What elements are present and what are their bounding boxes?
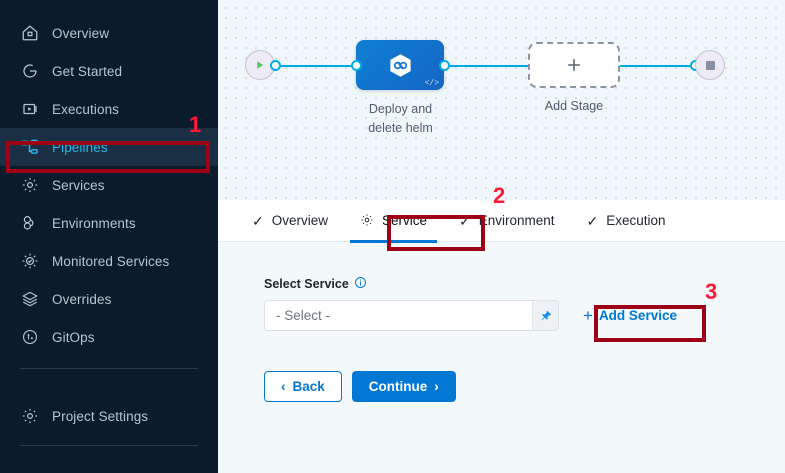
pin-icon[interactable] — [532, 301, 558, 330]
sidebar-item-label: Overview — [52, 25, 110, 41]
continue-label: Continue — [368, 379, 428, 394]
check-icon: ✓ — [252, 212, 264, 229]
code-badge-icon: </> — [424, 79, 439, 88]
tab-label: Service — [382, 213, 428, 228]
sidebar-item-executions[interactable]: Executions — [0, 90, 218, 128]
monitored-services-icon — [20, 252, 39, 271]
sidebar-item-label: Overrides — [52, 291, 112, 307]
layers-icon — [20, 290, 39, 309]
sidebar-item-overrides[interactable]: Overrides — [0, 280, 218, 318]
gear-icon — [360, 213, 374, 229]
gear-icon — [20, 176, 39, 195]
sidebar: Overview Get Started Executions — [0, 0, 218, 473]
add-service-button[interactable]: + Add Service — [583, 307, 677, 324]
home-icon — [20, 24, 39, 43]
tab-environment[interactable]: ✓ Environment — [443, 200, 571, 242]
sidebar-item-label: Environments — [52, 215, 136, 231]
add-stage-label: Add Stage — [544, 99, 604, 113]
add-service-label: Add Service — [598, 308, 677, 323]
edge-addstage-to-end — [616, 65, 694, 67]
helm-deploy-icon — [389, 53, 411, 77]
sidebar-item-monitored-services[interactable]: Monitored Services — [0, 242, 218, 280]
stop-icon — [705, 60, 715, 70]
annotation-number-3: 3 — [705, 279, 718, 304]
tab-label: Environment — [478, 213, 555, 228]
select-service-input[interactable]: - Select - — [265, 301, 532, 330]
sidebar-item-label: Pipelines — [52, 139, 108, 155]
service-form: Select Service - Select - — [218, 242, 785, 473]
stage-label-line2: delete helm — [368, 121, 433, 135]
stage-in-port — [351, 60, 362, 71]
pipeline-canvas[interactable]: </> Deploy and delete helm Add Stage — [218, 0, 785, 200]
tab-label: Execution — [606, 213, 666, 228]
tab-label: Overview — [271, 213, 328, 228]
gitops-icon — [20, 328, 39, 347]
tab-service[interactable]: Service — [344, 200, 443, 243]
stage-node-deploy-and-delete-helm[interactable]: </> — [356, 40, 444, 90]
play-icon — [257, 61, 264, 69]
chevron-left-icon: ‹ — [281, 379, 286, 394]
continue-button[interactable]: Continue › — [351, 371, 456, 402]
tab-overview[interactable]: ✓ Overview — [236, 200, 344, 242]
edge-start-to-stage — [275, 65, 365, 67]
form-actions: ‹ Back Continue › — [264, 371, 785, 402]
sidebar-item-environments[interactable]: Environments — [0, 204, 218, 242]
pipelines-icon — [20, 138, 39, 157]
back-button[interactable]: ‹ Back — [264, 371, 342, 402]
stage-out-port — [439, 60, 450, 71]
start-port — [270, 60, 281, 71]
sidebar-item-gitops[interactable]: GitOps — [0, 318, 218, 356]
sidebar-item-label: GitOps — [52, 329, 95, 345]
stage-node-label: Deploy and delete helm — [328, 100, 473, 138]
check-icon: ✓ — [586, 212, 599, 229]
select-service-label: Select Service — [264, 277, 349, 291]
chevron-right-icon: › — [434, 379, 439, 394]
check-icon: ✓ — [459, 212, 471, 229]
sidebar-item-label: Project Settings — [52, 408, 149, 424]
stage-label-line1: Deploy and — [368, 102, 433, 116]
select-service-control[interactable]: - Select - — [264, 300, 559, 331]
executions-play-icon — [20, 100, 39, 119]
sidebar-item-project-settings[interactable]: Project Settings — [0, 397, 218, 435]
environments-icon — [20, 214, 39, 233]
annotation-number-2: 2 — [493, 183, 506, 208]
sidebar-item-pipelines[interactable]: Pipelines — [0, 128, 218, 166]
sidebar-divider-bottom — [20, 445, 198, 446]
get-started-icon — [20, 62, 39, 81]
sidebar-item-label: Services — [52, 177, 105, 193]
select-service-label-row: Select Service — [264, 276, 785, 292]
sidebar-divider — [20, 368, 198, 369]
annotation-number-1: 1 — [189, 112, 202, 137]
sidebar-item-services[interactable]: Services — [0, 166, 218, 204]
select-service-row: - Select - + Add Service — [264, 300, 785, 331]
sidebar-item-label: Executions — [52, 101, 120, 117]
sidebar-item-label: Monitored Services — [52, 253, 170, 269]
sidebar-item-overview[interactable]: Overview — [0, 14, 218, 52]
add-stage-node[interactable] — [528, 42, 620, 88]
info-icon[interactable] — [354, 276, 367, 292]
thumbtack-glyph — [541, 310, 551, 320]
tab-execution[interactable]: ✓ Execution — [571, 200, 682, 242]
edge-stage-to-addstage — [440, 65, 535, 67]
back-label: Back — [292, 379, 325, 394]
sidebar-item-label: Get Started — [52, 63, 123, 79]
gear-icon — [20, 407, 39, 426]
end-stop-node[interactable] — [695, 50, 725, 80]
plus-icon — [568, 59, 580, 71]
sidebar-item-get-started[interactable]: Get Started — [0, 52, 218, 90]
plus-icon: + — [583, 306, 593, 325]
main-content: </> Deploy and delete helm Add Stage — [218, 0, 785, 473]
